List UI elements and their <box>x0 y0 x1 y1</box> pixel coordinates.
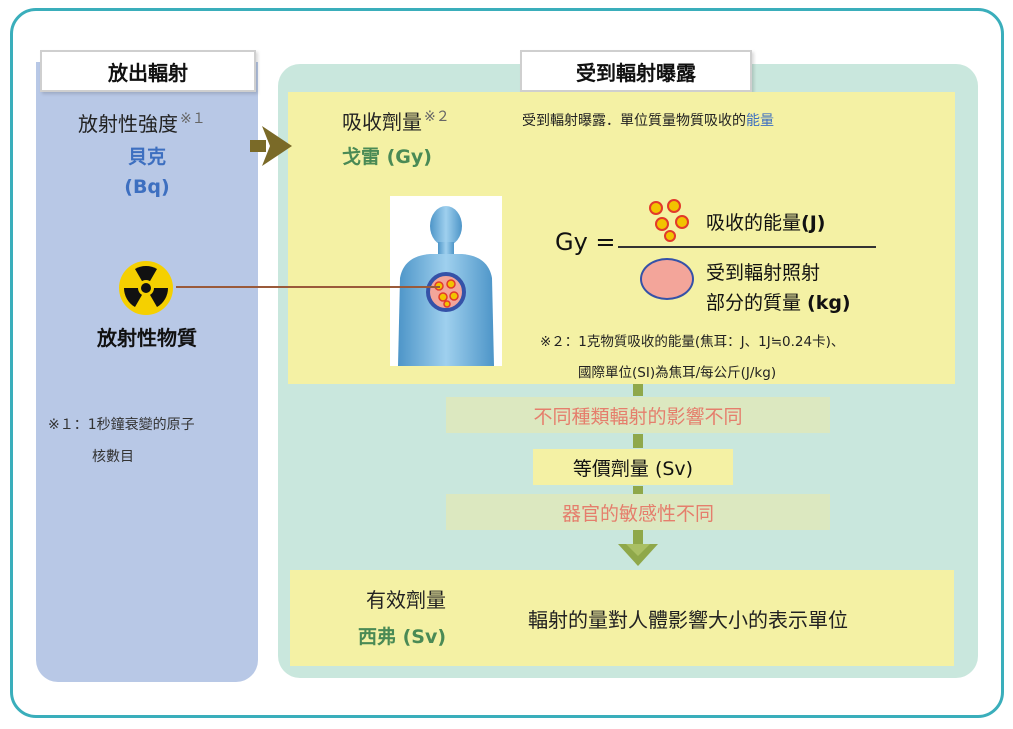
becquerel-unit: (Bq) <box>124 176 170 198</box>
numerator-unit: (J) <box>801 212 826 234</box>
effective-dose-box <box>290 570 954 666</box>
footnote-1-line1: ※１：1秒鐘衰變的原子 <box>48 417 195 433</box>
effective-dose-description: 輻射的量對人體影響大小的表示單位 <box>528 608 848 632</box>
formula-numerator: 吸收的能量(J) <box>706 208 825 235</box>
emission-panel <box>36 62 258 682</box>
radiation-type-band: 不同種類輻射的影響不同 <box>446 397 830 433</box>
intensity-label: 放射性強度※１ <box>78 108 206 137</box>
denominator-text: 部分的質量 <box>706 292 802 314</box>
equivalent-dose-box: 等價劑量 (Sv) <box>533 449 733 485</box>
intensity-note: ※１ <box>180 111 206 128</box>
radiation-trefoil-icon <box>119 261 173 315</box>
absorbed-dose-label: 吸收劑量※２ <box>342 106 450 135</box>
fraction-line <box>618 246 876 248</box>
absorbed-desc-text: 受到輻射曝露．單位質量物質吸收的 <box>522 113 746 129</box>
becquerel-name: 貝克 <box>127 146 166 168</box>
absorbed-desc-highlight: 能量 <box>746 113 774 129</box>
mass-oval-icon <box>640 258 694 300</box>
body-illustration <box>390 196 502 366</box>
footnote-1-line2: 核數目 <box>92 449 134 465</box>
gray-unit: 戈雷 (Gy) <box>342 146 432 168</box>
absorbed-dose-description: 受到輻射曝露．單位質量物質吸收的能量 <box>522 110 774 130</box>
formula-lhs: Gy = <box>555 228 616 256</box>
sievert-unit: 西弗 (Sv) <box>358 626 447 648</box>
absorbed-dose-text: 吸收劑量 <box>342 110 422 134</box>
numerator-text: 吸收的能量 <box>706 212 802 234</box>
exposure-title: 受到輻射曝露 <box>520 50 752 92</box>
radioactive-material-label: 放射性物質 <box>97 326 197 350</box>
footnote-2-line1: ※２：1克物質吸收的能量(焦耳：J、1J≒0.24卡)、 <box>540 334 845 350</box>
intensity-text: 放射性強度 <box>78 112 178 136</box>
denominator-unit: (kg) <box>807 292 851 314</box>
absorbed-dose-note: ※２ <box>424 109 450 126</box>
effective-dose-label: 有效劑量 <box>366 588 446 612</box>
formula-denominator-line2: 部分的質量(kg) <box>706 288 851 315</box>
emission-title: 放出輻射 <box>40 50 256 92</box>
footnote-2-line2: 國際單位(SI)為焦耳/每公斤(J/kg) <box>578 365 777 381</box>
body-silhouette-icon <box>398 206 494 366</box>
organ-sensitivity-band: 器官的敏感性不同 <box>446 494 830 530</box>
energy-burst-icon <box>649 199 689 242</box>
formula-denominator-line1: 受到輻射照射 <box>706 262 821 284</box>
